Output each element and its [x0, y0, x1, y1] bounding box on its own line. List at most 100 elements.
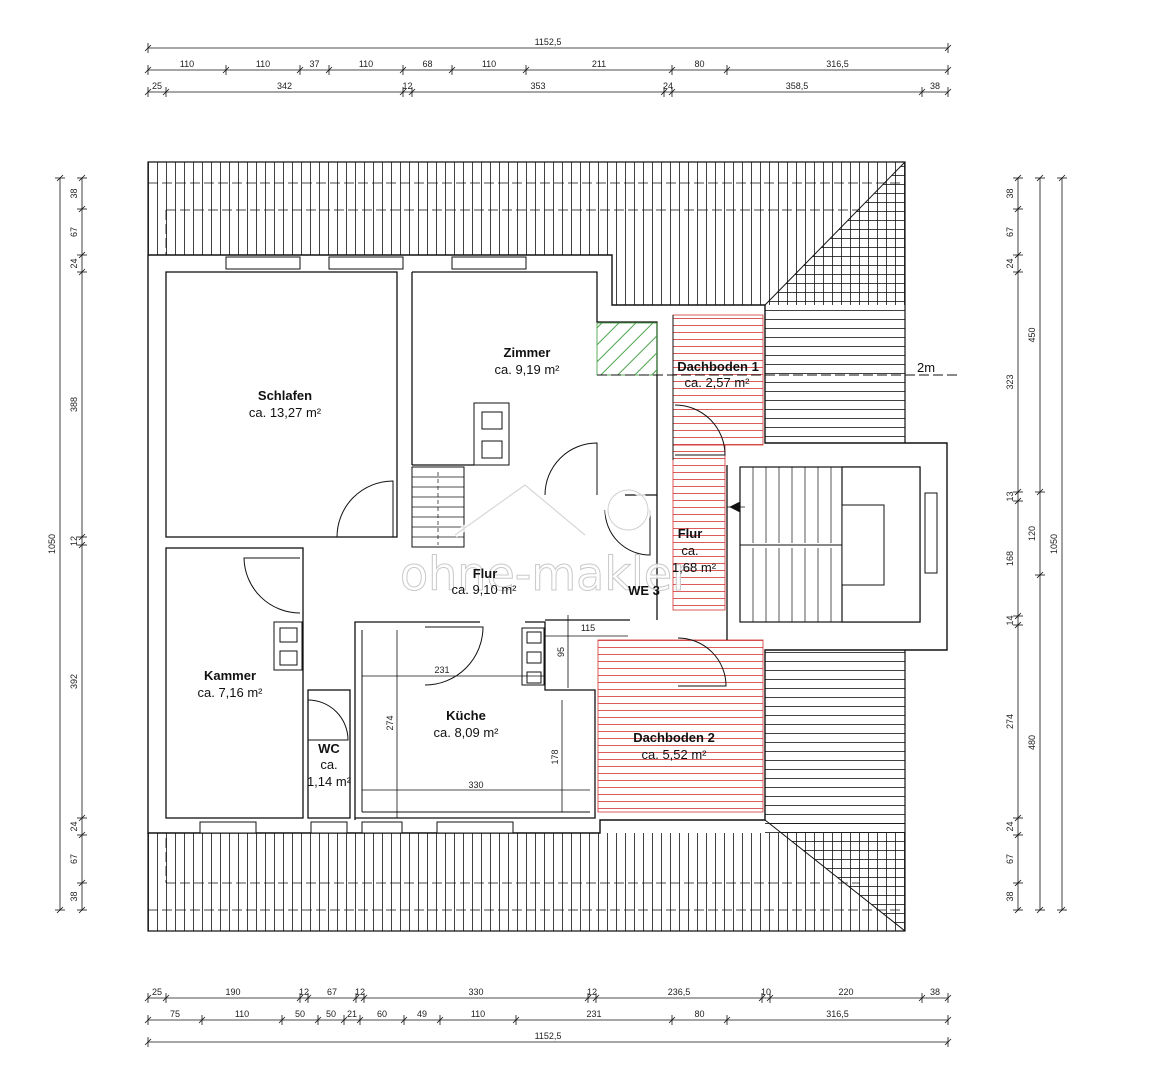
- dim-left-segs-3: 388: [69, 397, 79, 412]
- dim-right-inner-5: 168: [1005, 551, 1015, 566]
- label-zimmer: Zimmer: [504, 345, 551, 360]
- dim-bottom-row2-2: 50: [295, 1009, 305, 1019]
- dim-top-row2-6: 38: [930, 81, 940, 91]
- dim-bottom-row1-6: 12: [587, 987, 597, 997]
- dim-right-inner-10: 38: [1005, 891, 1015, 901]
- area-wc-a: ca.: [320, 757, 337, 772]
- dim-115: 115: [581, 623, 595, 633]
- dim-right-middle-0: 450: [1027, 327, 1037, 342]
- attic-2-hatch: [597, 639, 764, 813]
- dim-bottom-row2-5: 60: [377, 1009, 387, 1019]
- dim-top-row1-7: 80: [694, 59, 704, 69]
- area-kueche: ca. 8,09 m²: [433, 725, 499, 740]
- area-schlafen: ca. 13,27 m²: [249, 405, 322, 420]
- dim-right-inner-7: 274: [1005, 714, 1015, 729]
- dim-bottom-row2-8: 231: [586, 1009, 601, 1019]
- dim-left-segs-7: 67: [69, 854, 79, 864]
- dim-top-row2-0: 25: [152, 81, 162, 91]
- dim-bottom-row2-0: 75: [170, 1009, 180, 1019]
- walls: [147, 254, 960, 834]
- area-zimmer: ca. 9,19 m²: [494, 362, 560, 377]
- label-kammer: Kammer: [204, 668, 256, 683]
- label-we3: WE 3: [628, 583, 660, 598]
- staircase-steps: [727, 467, 842, 622]
- dim-top-row1-5: 110: [482, 59, 496, 69]
- dim-95: 95: [556, 647, 566, 657]
- dim-left-segs-1: 67: [69, 227, 79, 237]
- dim-right-middle-2: 480: [1027, 735, 1037, 750]
- dim-bottom-row2-6: 49: [417, 1009, 427, 1019]
- dim-top-row1-1: 110: [256, 59, 270, 69]
- label-schlafen: Schlafen: [258, 388, 312, 403]
- dim-bottom-row2-10: 316,5: [826, 1009, 849, 1019]
- area-kammer: ca. 7,16 m²: [197, 685, 263, 700]
- room-wc: [307, 689, 351, 819]
- dim-bottom-row1-8: 10: [761, 987, 771, 997]
- dim-top-row1-2: 37: [309, 59, 319, 69]
- dim-top-row1-0: 110: [180, 59, 194, 69]
- dim-right-inner-0: 38: [1005, 188, 1015, 198]
- dim-bottom-row1-0: 25: [152, 987, 162, 997]
- dim-left-segs-4: 12: [69, 536, 79, 546]
- dim-right-inner-2: 24: [1005, 258, 1015, 268]
- dim-bottom-row1-10: 38: [930, 987, 940, 997]
- dim-right-inner-9: 67: [1005, 854, 1015, 864]
- dim-left-segs-5: 392: [69, 674, 79, 689]
- dim-bottom-row1-7: 236,5: [668, 987, 691, 997]
- roof: [147, 161, 906, 932]
- room-schlafen: [165, 271, 398, 538]
- dim-274-inner: 274: [385, 715, 395, 730]
- dim-left-segs-0: 38: [69, 188, 79, 198]
- dim-right-inner-6: 14: [1005, 615, 1015, 625]
- dim-top-overall-0: 1152,5: [535, 37, 562, 47]
- roof-right-lower: [765, 650, 905, 833]
- room-kammer: [165, 547, 304, 819]
- dim-left-segs-8: 38: [69, 891, 79, 901]
- dim-right-inner-4: 13: [1005, 491, 1015, 501]
- dim-bottom-row1-2: 12: [299, 987, 309, 997]
- dim-top-row2-4: 24: [663, 81, 673, 91]
- area-flur-main: ca. 9,10 m²: [451, 582, 517, 597]
- area-flur-right-a: ca.: [681, 543, 698, 558]
- dim-right-middle-1: 120: [1027, 526, 1037, 541]
- dim-right-overall-0: 1050: [1049, 534, 1059, 554]
- dim-right-inner-8: 24: [1005, 821, 1015, 831]
- interior-dimension-labels: 231 330 115 95 274 178: [385, 623, 595, 790]
- dim-231: 231: [434, 665, 449, 675]
- dim-330: 330: [468, 780, 483, 790]
- label-dachboden-2: Dachboden 2: [633, 730, 715, 745]
- area-dachboden-1: ca. 2,57 m²: [684, 375, 750, 390]
- dim-left-segs-6: 24: [69, 821, 79, 831]
- area-flur-right-b: 1,68 m²: [672, 560, 717, 575]
- dim-bottom-row2-3: 50: [326, 1009, 336, 1019]
- dim-bottom-row2-1: 110: [235, 1009, 249, 1019]
- dim-left-segs-2: 24: [69, 258, 79, 268]
- dim-bottom-row1-9: 220: [838, 987, 853, 997]
- roof-top-strip: [148, 162, 603, 257]
- dim-top-row1-3: 110: [359, 59, 373, 69]
- dim-top-row2-2: 12: [402, 81, 412, 91]
- roof-right-upper: [765, 305, 905, 443]
- dim-top-row2-3: 353: [530, 81, 545, 91]
- interior-dimensions: [362, 615, 628, 818]
- dim-top-row1-8: 316,5: [826, 59, 849, 69]
- watermark-text: ohne-makler: [400, 547, 691, 601]
- dim-178: 178: [550, 749, 560, 764]
- area-wc-b: 1,14 m²: [307, 774, 352, 789]
- dim-bottom-row1-3: 67: [327, 987, 337, 997]
- dim-bottom-row2-4: 21: [347, 1009, 357, 1019]
- height-line-label: 2m: [917, 360, 935, 375]
- dim-right-inner-3: 323: [1005, 374, 1015, 389]
- room-labels: Schlafen ca. 13,27 m² Zimmer ca. 9,19 m²…: [197, 345, 935, 789]
- dim-top-row1-4: 68: [422, 59, 432, 69]
- dim-left-overall-0: 1050: [47, 534, 57, 554]
- label-kueche: Küche: [446, 708, 486, 723]
- windows: [199, 256, 527, 834]
- label-wc: WC: [318, 741, 340, 756]
- dim-top-row1-6: 211: [592, 59, 606, 69]
- dim-right-inner-1: 67: [1005, 227, 1015, 237]
- dim-bottom-row1-1: 190: [225, 987, 240, 997]
- green-hatched-area: [596, 322, 658, 376]
